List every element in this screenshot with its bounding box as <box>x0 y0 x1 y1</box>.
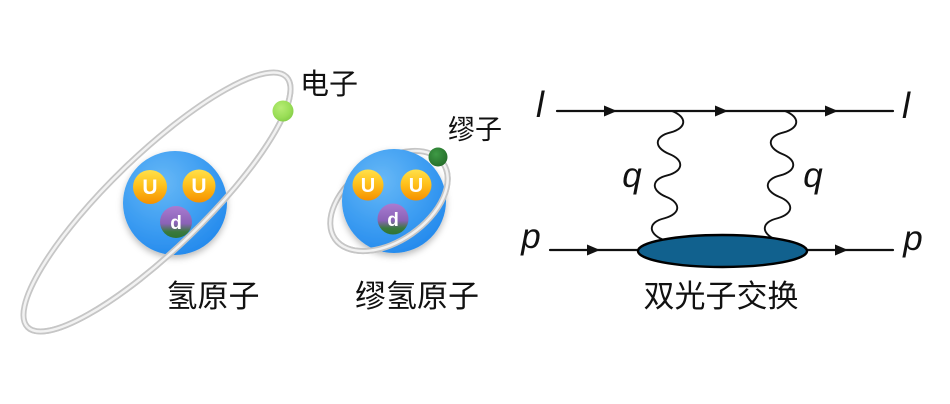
lepton-label-in: l <box>536 84 545 125</box>
muonic-quark-up-1: U <box>352 169 384 201</box>
lepton-label-out: l <box>902 85 911 126</box>
quark-up-2: U <box>182 169 216 203</box>
hydrogen-nucleus <box>123 151 227 255</box>
muonic-nucleus <box>342 149 446 253</box>
electron-dot <box>272 100 294 122</box>
muonic-quark-up-1-label: U <box>361 175 375 197</box>
photon-label-right: q <box>803 156 823 195</box>
photon-label-left: q <box>622 156 642 195</box>
quark-up-1: U <box>133 170 167 204</box>
muonic-hydrogen-atom: U U d 缪子 缪氢原子 <box>327 115 502 314</box>
quark-up-1-label: U <box>142 176 157 199</box>
hydrogen-caption: 氢原子 <box>167 279 260 314</box>
quark-down: d <box>160 206 192 238</box>
muonic-quark-down-label: d <box>387 210 399 231</box>
electron-label: 电子 <box>300 68 358 101</box>
lepton-arrow-3 <box>825 105 838 117</box>
muonic-quark-down: d <box>377 203 409 235</box>
proton-blob <box>636 233 809 269</box>
photon-wave-1 <box>650 110 685 241</box>
muonic-quark-up-2-label: U <box>409 175 423 197</box>
feynman-caption: 双光子交换 <box>644 279 799 314</box>
photon-wave-2 <box>763 110 798 241</box>
proton-label-out: p <box>902 219 922 258</box>
proton-arrow-1 <box>587 244 600 256</box>
muonic-caption: 缪氢原子 <box>355 279 479 314</box>
quark-down-label: d <box>170 213 182 234</box>
proton-arrow-2 <box>835 244 848 256</box>
proton-label-in: p <box>520 217 540 256</box>
muon-label: 缪子 <box>448 115 502 145</box>
lepton-arrow-1 <box>604 105 617 117</box>
hydrogen-atom: U U d 电子 氢原子 <box>20 68 358 335</box>
feynman-diagram: l l q q p p 双光子交换 <box>520 84 922 314</box>
lepton-arrow-2 <box>715 105 728 117</box>
quark-up-2-label: U <box>191 175 206 198</box>
muon-dot <box>428 147 448 167</box>
muonic-quark-up-2: U <box>400 169 432 201</box>
